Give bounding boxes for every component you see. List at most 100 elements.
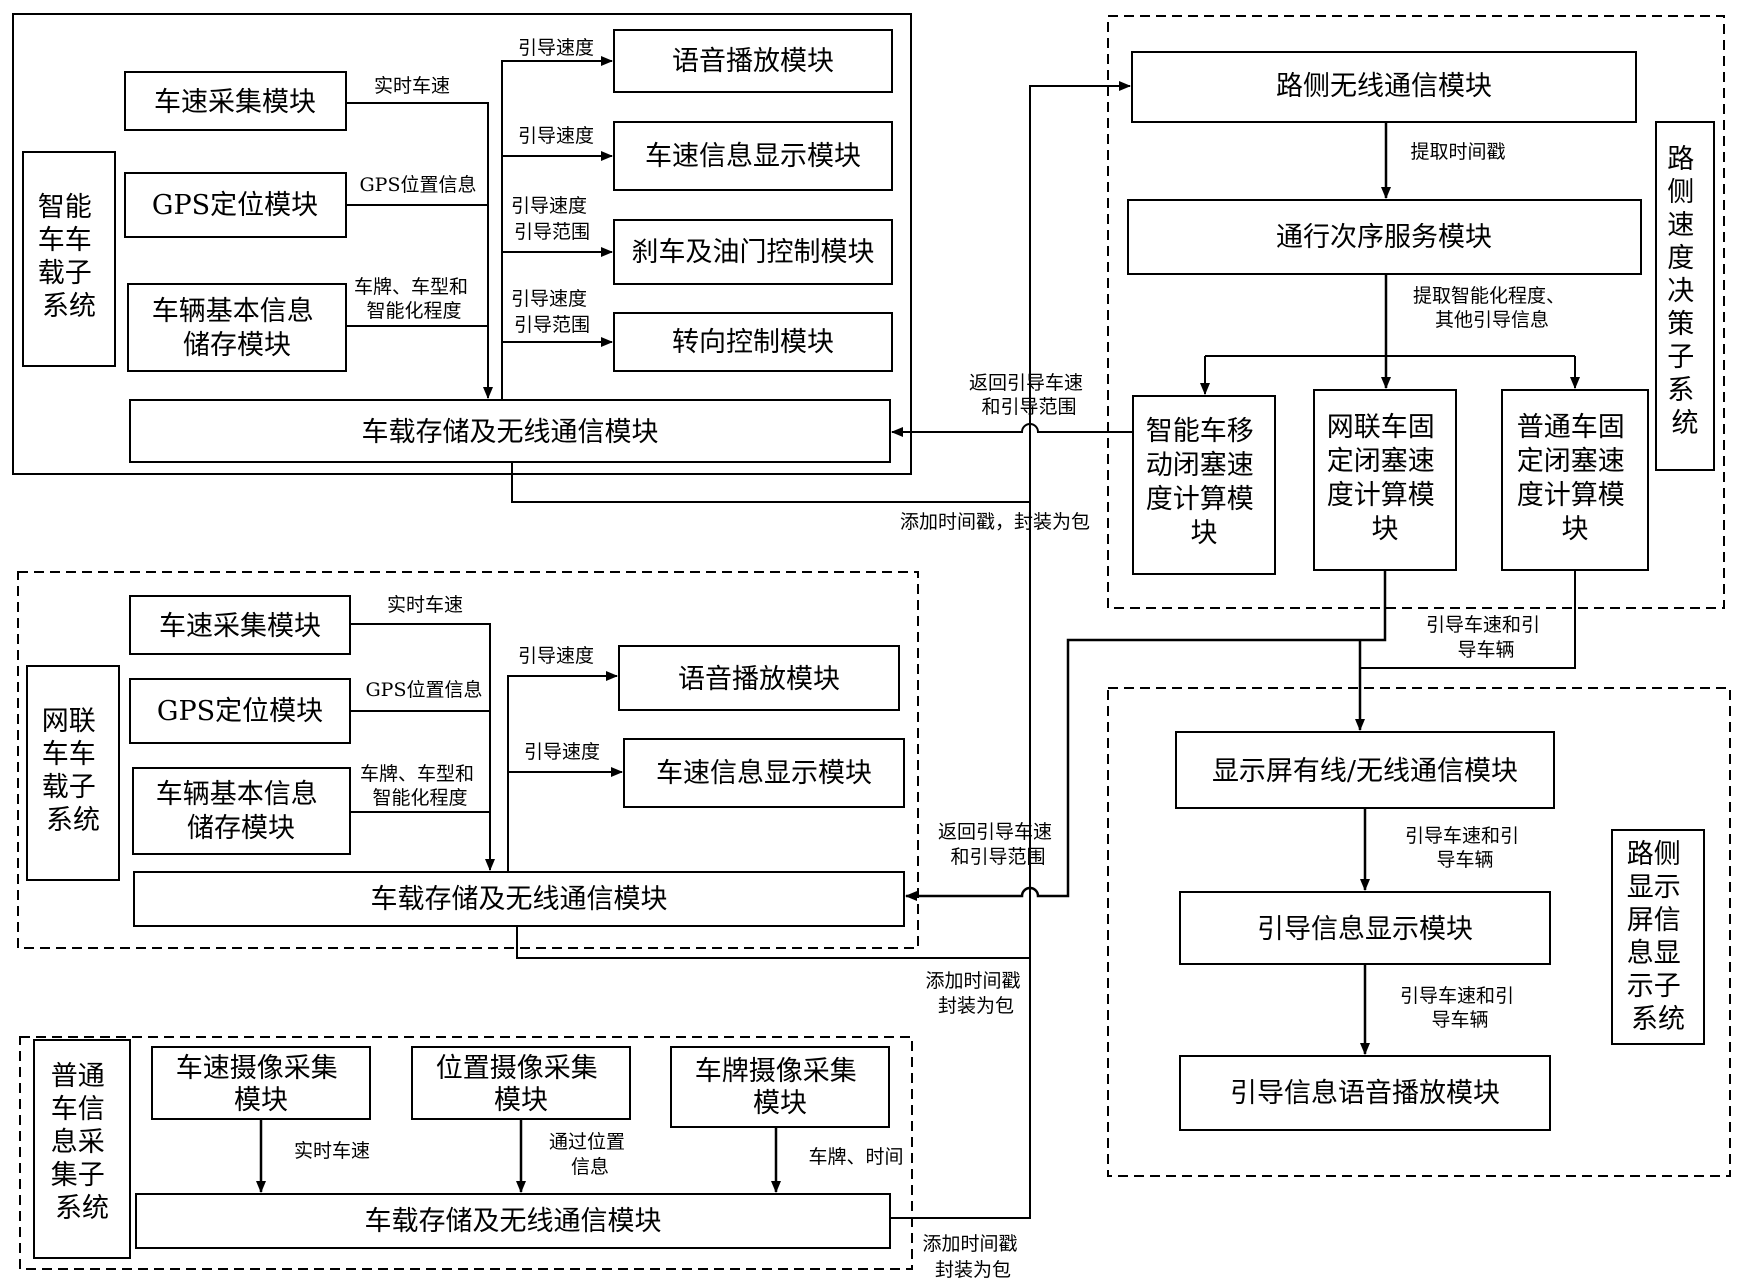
svg-text:车牌摄像采集 模块: 车牌摄像采集 模块	[695, 1056, 866, 1119]
smart-comm-module: 车载存储及无线通信模块	[129, 399, 891, 463]
connected-system-label-line1: 网联	[42, 706, 96, 737]
guide-info-voice-label: 引导信息语音播放模块	[1230, 1078, 1500, 1109]
display-guide-text3-line2: 导车辆	[1431, 1009, 1488, 1031]
smart-gps-text: GPS位置信息	[360, 174, 477, 196]
svg-text:引导车速和引 导车辆: 引导车速和引 导车辆	[1405, 825, 1525, 871]
guide-info-display-module: 引导信息显示模块	[1179, 891, 1551, 965]
ordinary-speed-calc-line4: 块	[1562, 514, 1589, 545]
connected-gps-module: GPS定位模块	[129, 678, 351, 744]
smart-steer-label: 转向控制模块	[672, 327, 834, 358]
smart-return-arrow	[891, 423, 1133, 437]
smart-vehicle-info-line2: 储存模块	[183, 330, 291, 361]
connected-vehicle-info-line2: 储存模块	[187, 813, 295, 844]
smart-speed-display-module: 车速信息显示模块	[613, 121, 893, 191]
svg-text:普通 车信 息采 集子: 普通 车信 息采 集子 系统	[51, 1061, 114, 1224]
connected-comm-module: 车载存储及无线通信模块	[133, 871, 905, 927]
ordinary-position-text-line1: 通过位置	[549, 1131, 625, 1153]
svg-text:车速摄像采集 模块: 车速摄像采集 模块	[176, 1053, 347, 1116]
ordinary-speed-calc-module: 普通车固 定闭塞速 度计算模 块	[1501, 389, 1649, 571]
ordinary-comm-label: 车载存储及无线通信模块	[365, 1206, 662, 1237]
ordinary-plate-camera-line1: 车牌摄像采集	[695, 1056, 857, 1087]
connected-voice-module: 语音播放模块	[618, 645, 900, 711]
roadside-system-label-char9: 统	[1672, 408, 1699, 439]
connected-timestamp-line	[516, 926, 1030, 959]
smart-steer-module: 转向控制模块	[613, 312, 893, 372]
ordinary-position-camera-line1: 位置摄像采集	[436, 1053, 598, 1084]
display-system-label-line4: 息显	[1627, 938, 1681, 969]
ordinary-plate-camera-module: 车牌摄像采集 模块	[670, 1046, 890, 1128]
smart-plate-text-line2: 智能化程度	[366, 300, 461, 322]
ordinary-system-label-line1: 普通	[51, 1061, 105, 1092]
smart-speed-calc-module: 智能车移 动闭塞速 度计算模 块	[1132, 395, 1276, 575]
smart-system-label-line2: 车车	[38, 225, 92, 256]
ordinary-speed-calc-line2: 定闭塞速	[1517, 446, 1625, 477]
connected-speed-calc-line1: 网联车固	[1327, 412, 1435, 443]
roadside-system-label-char3: 速	[1667, 210, 1694, 241]
display-comm-module: 显示屏有线/无线通信模块	[1175, 731, 1555, 809]
uplink-bus-to-roadside-arrow	[890, 81, 1131, 1219]
svg-text:车辆基本信息 储存模块: 车辆基本信息 储存模块	[152, 296, 323, 361]
ordinary-calc-to-display-line	[1360, 570, 1576, 669]
svg-text:位置摄像采集 模块: 位置摄像采集 模块	[436, 1053, 607, 1116]
connected-gps-text: GPS位置信息	[366, 679, 483, 701]
smart-system-label-line1: 智能	[38, 192, 92, 223]
svg-text:网联车固 定闭塞速 度计算模: 网联车固 定闭塞速 度计算模 块	[1327, 412, 1444, 545]
smart-gps-module: GPS定位模块	[124, 172, 347, 238]
display-comm-label: 显示屏有线/无线通信模块	[1212, 756, 1518, 787]
connected-plate-text-line1: 车牌、车型和	[360, 763, 474, 785]
connected-guide-speed-text-1: 引导速度	[518, 645, 594, 667]
connected-voice-label: 语音播放模块	[678, 664, 840, 695]
connected-timestamp-text-line1: 添加时间戳	[925, 970, 1020, 992]
ordinary-speed-camera-line1: 车速摄像采集	[176, 1053, 338, 1084]
connected-speed-collect-module: 车速采集模块	[129, 595, 351, 655]
display-guide-text2-line2: 导车辆	[1436, 849, 1493, 871]
roadside-wireless-label: 路侧无线通信模块	[1276, 71, 1492, 102]
smart-vehicle-subsystem-frame	[12, 13, 912, 475]
svg-text:添加时间戳 封装为包: 添加时间戳 封装为包	[922, 1233, 1023, 1281]
roadside-system-label-char2: 侧	[1667, 177, 1694, 208]
ordinary-position-camera-line2: 模块	[494, 1085, 548, 1116]
smart-return-text-line2: 和引导范围	[981, 396, 1076, 418]
connected-calc-to-display-line	[1360, 570, 1386, 641]
smart-comm-label: 车载存储及无线通信模块	[362, 417, 659, 448]
display-system-label-line6: 系统	[1631, 1004, 1685, 1035]
roadside-extract-text-line2: 其他引导信息	[1435, 309, 1549, 331]
ordinary-timestamp-text-line1: 添加时间戳	[922, 1233, 1017, 1255]
connected-return-arrow	[905, 570, 1387, 901]
smart-brake-guide-text-line1: 引导速度	[511, 195, 587, 217]
roadside-wireless-module: 路侧无线通信模块	[1131, 51, 1637, 123]
smart-vehicle-info-module: 车辆基本信息 储存模块	[127, 283, 347, 372]
smart-system-label-box: 智能 车车 载子 系统	[22, 151, 116, 367]
ordinary-plate-camera-line2: 模块	[753, 1088, 807, 1119]
connected-vehicle-info-line1: 车辆基本信息	[156, 779, 318, 810]
display-system-label-box: 路侧 显示 屏信 息显 示子 系统	[1611, 829, 1705, 1045]
svg-text:引导速度 引导范围: 引导速度 引导范围	[511, 195, 593, 243]
ordinary-realtime-speed-text: 实时车速	[294, 1140, 370, 1162]
svg-text:普通车固 定闭塞速 度计算模: 普通车固 定闭塞速 度计算模 块	[1517, 412, 1634, 545]
smart-system-label-line3: 载子	[38, 258, 92, 289]
smart-voice-module: 语音播放模块	[613, 29, 893, 93]
smart-timestamp-text: 添加时间戳，封装为包	[900, 511, 1090, 533]
svg-text:引导车速和引 导车辆: 引导车速和引 导车辆	[1426, 614, 1546, 661]
connected-system-label-line4: 系统	[46, 805, 100, 836]
display-guide-text2-line1: 引导车速和引	[1405, 825, 1519, 847]
connected-vehicle-subsystem-frame	[17, 571, 919, 949]
connected-speed-calc-line2: 定闭塞速	[1327, 446, 1435, 477]
smart-realtime-speed-arrow	[346, 102, 493, 399]
smart-vehicle-info-line1: 车辆基本信息	[152, 296, 314, 327]
svg-text:添加时间戳 封装为包: 添加时间戳 封装为包	[925, 970, 1026, 1017]
display-guide-text1-line2: 导车辆	[1457, 639, 1514, 661]
connected-realtime-speed-text: 实时车速	[387, 594, 463, 616]
ordinary-speed-camera-module: 车速摄像采集 模块	[151, 1046, 371, 1120]
smart-steer-guide-text-line1: 引导速度	[511, 288, 587, 310]
guide-info-voice-module: 引导信息语音播放模块	[1179, 1055, 1551, 1131]
ordinary-vehicle-subsystem-frame	[19, 1036, 913, 1270]
smart-speed-calc-line2: 动闭塞速	[1146, 450, 1254, 481]
ordinary-position-text-line2: 信息	[571, 1156, 609, 1178]
smart-steer-guide-text-line2: 引导范围	[514, 314, 590, 336]
roadside-system-label-char5: 决	[1667, 276, 1694, 307]
ordinary-speed-camera-line2: 模块	[234, 1085, 288, 1116]
ordinary-system-label-line5: 系统	[55, 1193, 109, 1224]
display-system-label-line5: 示子	[1627, 971, 1681, 1002]
